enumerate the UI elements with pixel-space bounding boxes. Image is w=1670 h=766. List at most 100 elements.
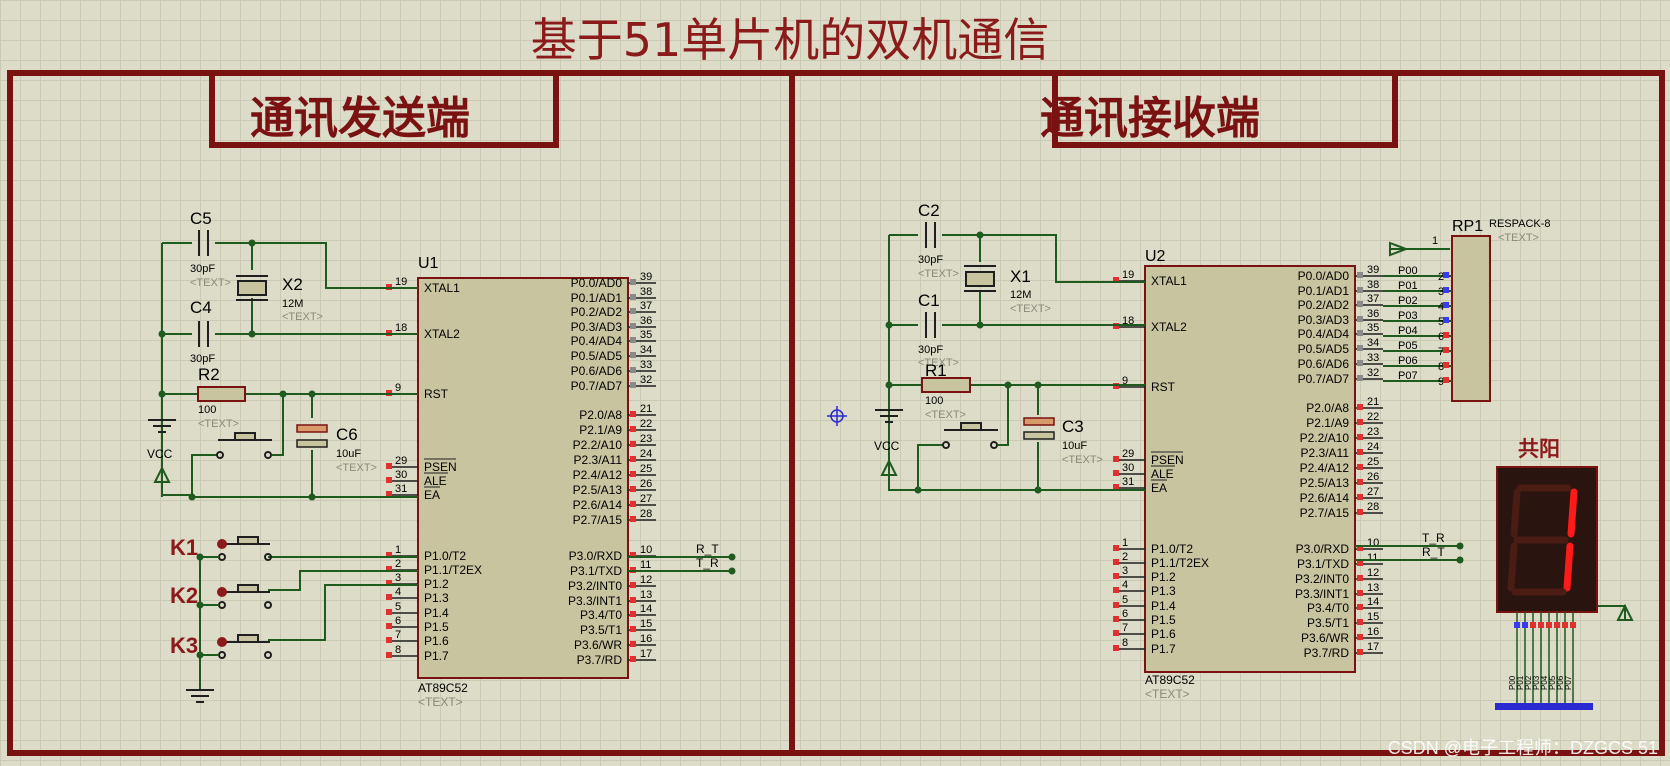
- reset-button-icon[interactable]: [216, 432, 272, 459]
- crystal-x2[interactable]: [236, 275, 268, 301]
- c5-ref: C5: [190, 209, 212, 228]
- resistor-r1[interactable]: [921, 377, 971, 393]
- key-k2[interactable]: K2: [170, 583, 272, 609]
- pin-number: 11: [1367, 552, 1378, 564]
- capacitor-c5[interactable]: [198, 230, 209, 256]
- x1-ref: X1: [1010, 267, 1031, 286]
- capacitor-c3[interactable]: [1023, 417, 1055, 440]
- capacitor-c1[interactable]: [925, 312, 936, 338]
- reset-button-icon[interactable]: [942, 422, 998, 449]
- pin-number: 15: [1367, 611, 1379, 623]
- capacitor-c2[interactable]: [925, 222, 936, 248]
- resistor-r2[interactable]: [197, 386, 246, 402]
- pin-name: P2.4/A12: [1300, 461, 1350, 475]
- pin-number: 15: [640, 618, 652, 630]
- respack-rp1[interactable]: [1451, 235, 1491, 402]
- pin-name: P0.7/AD7: [571, 379, 623, 393]
- capacitor-c6[interactable]: [296, 424, 328, 448]
- c2-text: <TEXT>: [918, 268, 959, 280]
- pin-name: P3.6/WR: [1301, 631, 1349, 645]
- key-k3[interactable]: K3: [170, 633, 272, 659]
- c1-text: <TEXT>: [918, 357, 959, 369]
- pin-number: 36: [1367, 308, 1379, 320]
- ground-icon: [875, 409, 903, 423]
- pin-number: 32: [1367, 367, 1379, 379]
- pin-name: P0.4/AD4: [1298, 327, 1350, 341]
- capacitor-c4[interactable]: [198, 321, 209, 347]
- mcu-u2-body[interactable]: [1144, 265, 1356, 673]
- key-k1[interactable]: K1: [170, 535, 272, 561]
- pin-number: 24: [640, 448, 652, 460]
- crystal-x1[interactable]: [964, 265, 996, 292]
- mcu-u1-body[interactable]: [417, 277, 629, 679]
- pin-number: 33: [640, 359, 652, 371]
- pin-number: 5: [1122, 594, 1128, 606]
